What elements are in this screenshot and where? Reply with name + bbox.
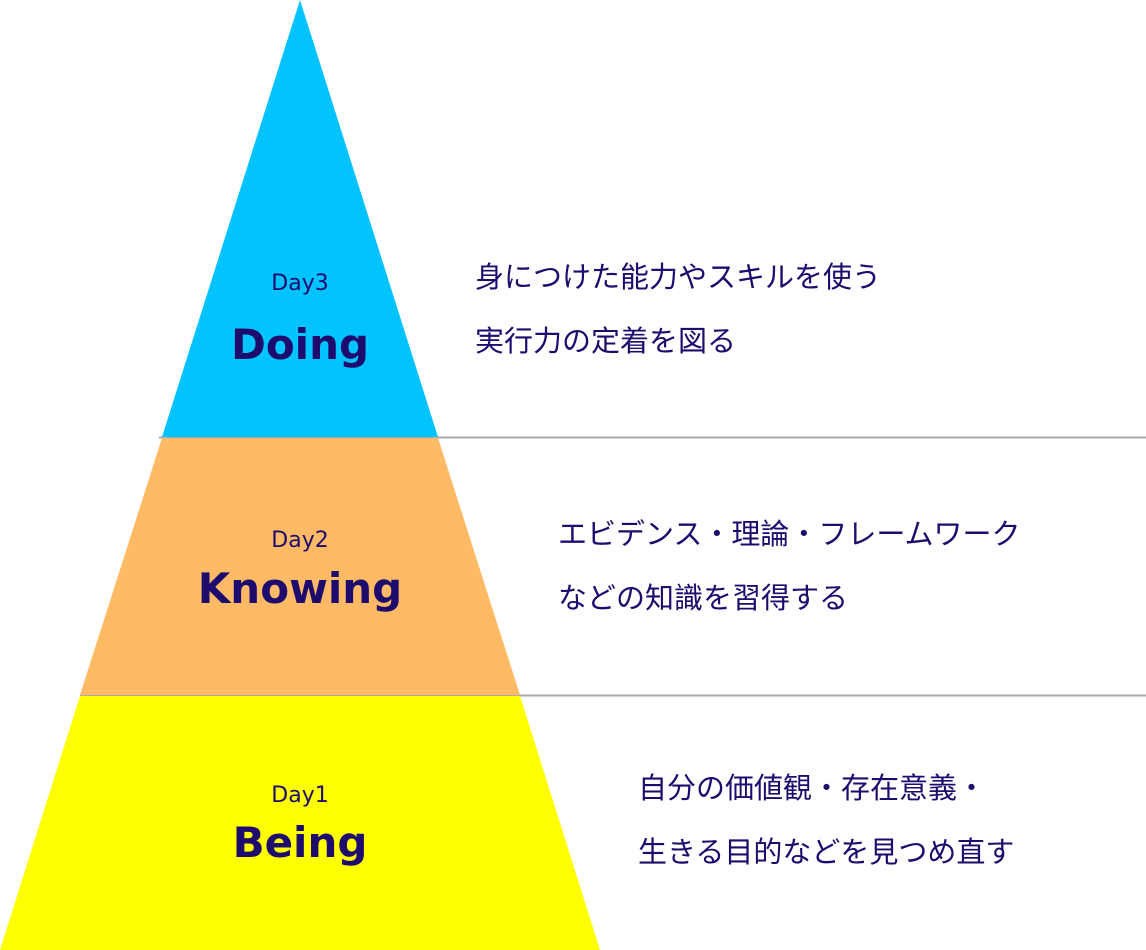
pyramid-tier-being [0,696,600,950]
description-line: などの知識を習得する [558,581,849,615]
tier-name: Being [232,818,368,867]
tier-description: 身につけた能力やスキルを使う 実行力の定着を図る [475,245,881,373]
tier-description: 自分の価値観・存在意義・ 生きる目的などを見つめ直す [638,756,1014,884]
tier-day-label: Day2 [271,528,329,553]
description-line: 生きる目的などを見つめ直す [638,835,1015,869]
description-line: 実行力の定着を図る [475,324,737,358]
description-line: エビデンス・理論・フレームワーク [558,517,1021,551]
description-line: 身につけた能力やスキルを使う [475,260,882,294]
tier-name: Doing [230,320,370,369]
description-line: 自分の価値観・存在意義・ [638,771,987,805]
tier-description: エビデンス・理論・フレームワーク などの知識を習得する [558,502,1021,630]
pyramid-tier-doing [162,0,438,437]
tier-name: Knowing [197,564,403,613]
pyramid-tier-knowing [80,438,520,695]
tier-day-label: Day3 [271,271,329,296]
tier-day-label: Day1 [271,783,329,808]
